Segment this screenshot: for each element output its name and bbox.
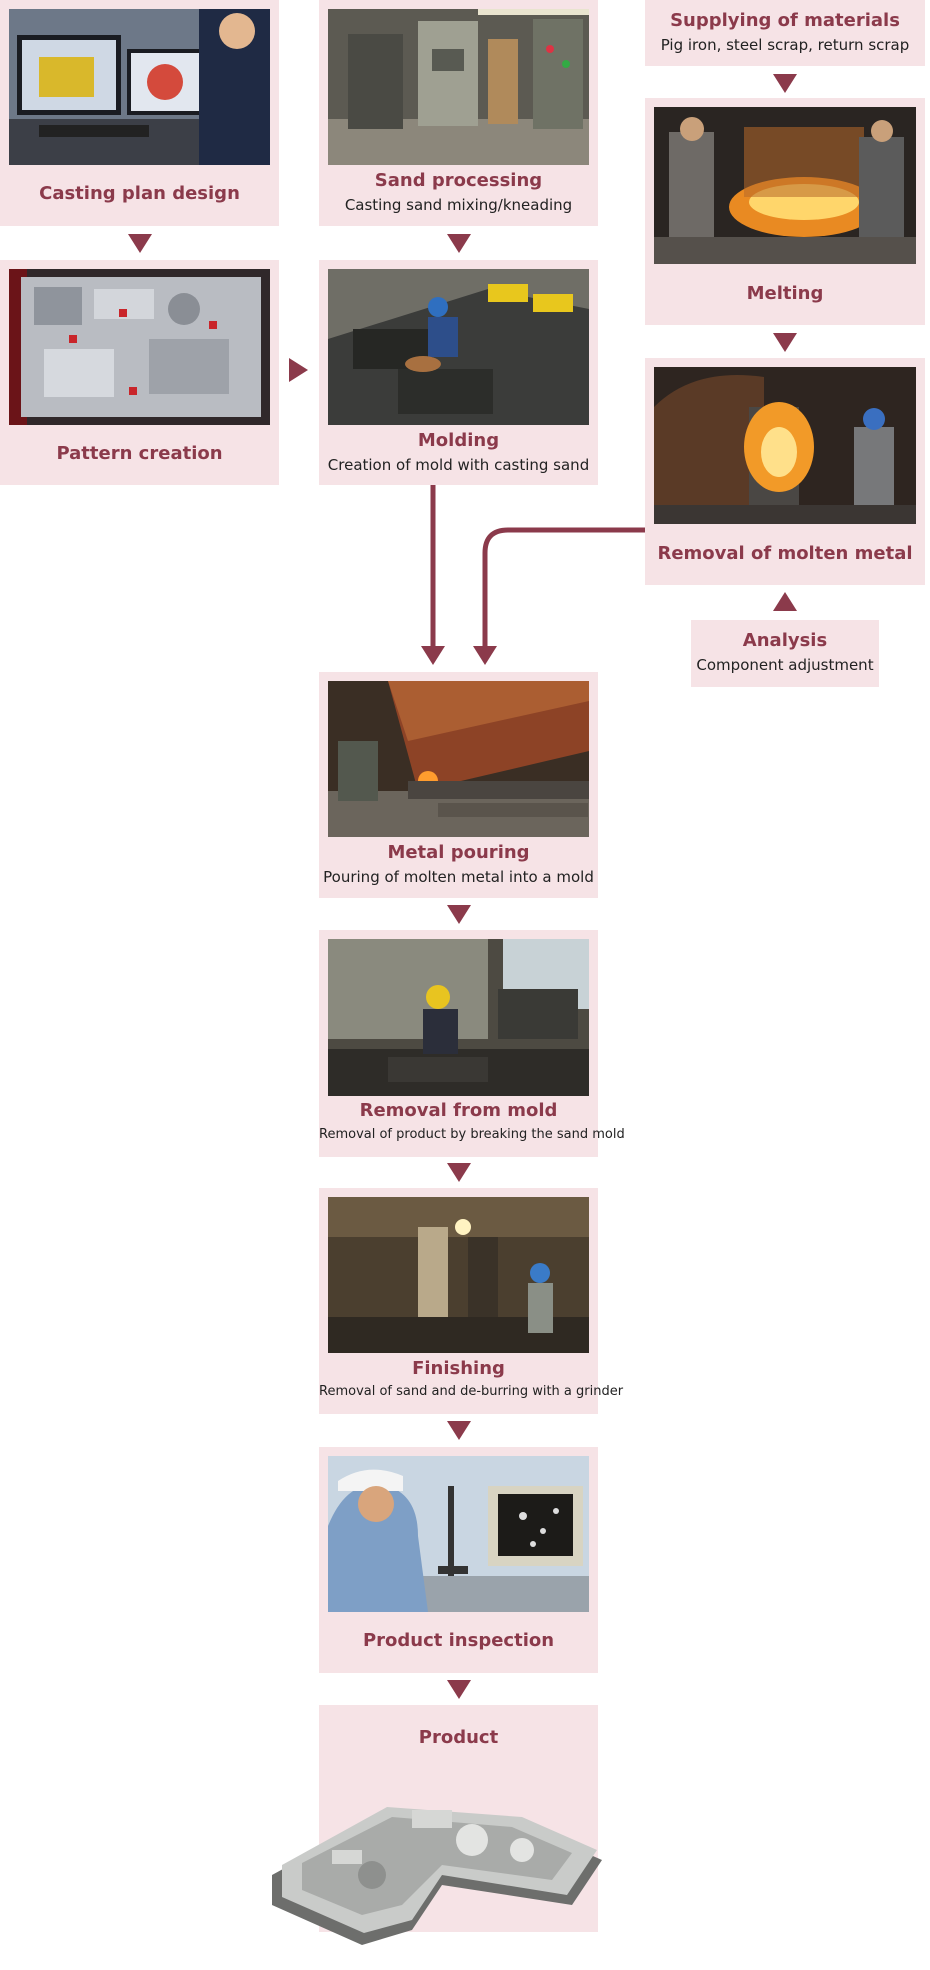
sand-plant-photo bbox=[328, 9, 589, 165]
step-metal-pouring: Metal pouring Pouring of molten metal in… bbox=[319, 672, 598, 898]
microscope-inspection-photo bbox=[328, 1456, 589, 1612]
step-subtitle: Casting sand mixing/kneading bbox=[344, 196, 573, 214]
cast-part-image bbox=[272, 1807, 602, 1945]
step-subtitle: Removal of sand and de-burring with a gr… bbox=[319, 1384, 624, 1399]
step-sand-processing: Sand processing Casting sand mixing/knea… bbox=[319, 0, 598, 226]
step-title: Product bbox=[418, 1727, 499, 1748]
arrow-down-icon bbox=[447, 1680, 471, 1699]
arrow-down-icon bbox=[128, 234, 152, 253]
step-title: Finishing bbox=[412, 1358, 505, 1379]
step-finishing: Finishing Removal of sand and de-burring… bbox=[319, 1188, 624, 1414]
arrow-down-icon bbox=[473, 646, 497, 665]
pattern-photo bbox=[9, 269, 270, 425]
step-title: Pattern creation bbox=[56, 443, 223, 464]
arrow-down-icon bbox=[773, 74, 797, 93]
step-subtitle: Component adjustment bbox=[696, 656, 874, 674]
arrow-up-icon bbox=[773, 592, 797, 611]
step-title: Molding bbox=[417, 430, 500, 451]
step-subtitle: Pig iron, steel scrap, return scrap bbox=[660, 36, 910, 54]
step-removal-molten-metal: Removal of molten metal bbox=[645, 358, 925, 585]
step-product-inspection: Product inspection bbox=[319, 1447, 598, 1673]
step-title: Metal pouring bbox=[387, 842, 530, 863]
step-supplying-materials: Supplying of materials Pig iron, steel s… bbox=[645, 0, 925, 66]
step-removal-from-mold: Removal from mold Removal of product by … bbox=[319, 930, 625, 1157]
step-title: Sand processing bbox=[374, 170, 543, 191]
molten-to-pouring-line bbox=[482, 527, 645, 648]
step-title: Removal from mold bbox=[359, 1100, 558, 1121]
shakeout-photo bbox=[328, 939, 589, 1096]
arrow-down-icon bbox=[421, 646, 445, 665]
step-casting-plan: Casting plan design bbox=[0, 0, 279, 226]
melting-furnace-photo bbox=[654, 107, 916, 264]
step-melting: Melting bbox=[645, 98, 925, 325]
grinding-photo bbox=[328, 1197, 589, 1353]
arrow-down-icon bbox=[447, 1421, 471, 1440]
arrow-down-icon bbox=[447, 234, 471, 253]
arrow-down-icon bbox=[773, 333, 797, 352]
step-title: Product inspection bbox=[362, 1630, 555, 1651]
step-title: Supplying of materials bbox=[670, 10, 900, 31]
step-subtitle: Creation of mold with casting sand bbox=[327, 456, 590, 474]
step-subtitle: Removal of product by breaking the sand … bbox=[319, 1127, 625, 1142]
step-title: Analysis bbox=[742, 630, 828, 651]
step-title: Melting bbox=[746, 283, 824, 304]
arrow-right-icon bbox=[289, 358, 308, 382]
arrow-down-icon bbox=[447, 1163, 471, 1182]
step-analysis: Analysis Component adjustment bbox=[691, 620, 879, 687]
step-title: Removal of molten metal bbox=[657, 543, 913, 564]
ladle-tapping-photo bbox=[654, 367, 916, 524]
arrow-down-icon bbox=[447, 905, 471, 924]
pouring-line-photo bbox=[328, 681, 589, 837]
step-title: Casting plan design bbox=[39, 183, 240, 204]
step-subtitle: Pouring of molten metal into a mold bbox=[323, 868, 594, 886]
cad-workstation-photo bbox=[9, 9, 270, 165]
step-molding: Molding Creation of mold with casting sa… bbox=[319, 260, 598, 485]
step-pattern-creation: Pattern creation bbox=[0, 260, 279, 485]
molding-line-photo bbox=[328, 269, 589, 425]
